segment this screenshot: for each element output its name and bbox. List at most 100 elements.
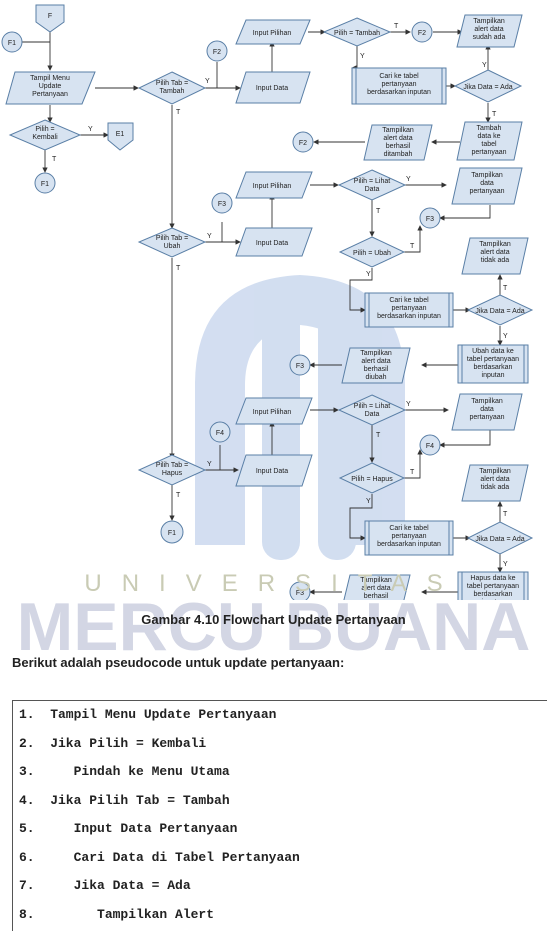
watermark: UNIVERSITAS MERCU BUANA xyxy=(0,570,547,662)
connector-f2: F2 xyxy=(206,40,228,62)
code-line: 6. Cari Data di Tabel Pertanyaan xyxy=(19,849,300,865)
watermark-logo xyxy=(195,275,405,560)
edge-no: T xyxy=(410,469,415,476)
svg-text:F2: F2 xyxy=(213,49,221,56)
watermark-university: UNIVERSITAS xyxy=(84,570,463,597)
edge-no: T xyxy=(176,109,181,116)
svg-text:Input Pilihan: Input Pilihan xyxy=(253,409,292,416)
connector-f4-b: F4 xyxy=(419,434,441,456)
figure-caption: Gambar 4.10 Flowchart Update Pertanyaan xyxy=(141,612,406,627)
edge-yes: Y xyxy=(503,561,508,568)
svg-text:Pilih Tab =Tambah: Pilih Tab =Tambah xyxy=(156,80,188,95)
edge-no: T xyxy=(376,432,381,439)
edge-yes: Y xyxy=(406,401,411,408)
edge-yes: Y xyxy=(406,176,411,183)
svg-text:F1: F1 xyxy=(41,181,49,188)
edge-yes: Y xyxy=(503,333,508,340)
watermark-name: MERCU BUANA xyxy=(16,589,531,665)
node-input-pilihan-2: Input Pilihan xyxy=(235,171,313,199)
svg-text:Pilih Tab =Ubah: Pilih Tab =Ubah xyxy=(156,235,188,250)
code-line: 3. Pindah ke Menu Utama xyxy=(19,764,230,779)
svg-text:F3: F3 xyxy=(296,590,304,597)
edge-yes: Y xyxy=(205,78,210,85)
edge-yes: Y xyxy=(360,53,365,60)
code-line: 1. Tampil Menu Update Pertanyaan xyxy=(19,707,277,722)
svg-text:F4: F4 xyxy=(426,443,434,450)
edge-no: T xyxy=(176,492,181,499)
node-input-pilihan-1: Input Pilihan xyxy=(235,19,311,45)
edge-no: T xyxy=(503,511,508,518)
edge-no: T xyxy=(503,285,508,292)
pseudocode-box: 1. Tampil Menu Update Pertanyaan 2. Jika… xyxy=(12,700,547,931)
pseudocode-intro: Berikut adalah pseudocode untuk update p… xyxy=(12,655,345,670)
connector-f3-d: F3 xyxy=(289,581,311,600)
node-input-data-1: Input Data xyxy=(235,71,311,104)
svg-text:Pilih = Hapus: Pilih = Hapus xyxy=(351,476,393,483)
svg-text:Pilih = Tambah: Pilih = Tambah xyxy=(334,30,380,37)
start-offpage-connector: F xyxy=(35,4,65,33)
decision-pilih-hapus: Pilih = Hapus xyxy=(338,462,406,494)
connector-f2-b: F2 xyxy=(411,21,433,43)
flowchart: Y T Y T T Y Y T Y T Y T T Y T Y Y T Y T … xyxy=(1,4,534,600)
edge-no: T xyxy=(492,111,497,118)
svg-text:Input Data: Input Data xyxy=(256,240,288,247)
node-input-pilihan-3: Input Pilihan xyxy=(235,397,313,425)
svg-text:F3: F3 xyxy=(218,201,226,208)
svg-text:F1: F1 xyxy=(8,40,16,47)
code-line: 7. Jika Data = Ada xyxy=(19,878,191,893)
svg-text:F2: F2 xyxy=(299,140,307,147)
decision-pilih-tambah: Pilih = Tambah xyxy=(322,17,392,47)
svg-text:E1: E1 xyxy=(116,131,125,138)
code-line: 5. Input Data Pertanyaan xyxy=(19,821,238,836)
svg-text:F1: F1 xyxy=(168,530,176,537)
edge-no: T xyxy=(52,156,57,163)
node-input-data-2: Input Data xyxy=(235,227,313,257)
edge-no: T xyxy=(394,23,399,30)
edge-yes: Y xyxy=(207,233,212,240)
edge-yes: Y xyxy=(482,62,487,69)
svg-text:Input Data: Input Data xyxy=(256,468,288,475)
connector-f3-c: F3 xyxy=(289,354,311,376)
svg-text:Input Data: Input Data xyxy=(256,85,288,92)
connector-f2-c: F2 xyxy=(292,131,314,153)
edge-no: T xyxy=(176,265,181,272)
code-line: 4. Jika Pilih Tab = Tambah xyxy=(19,792,230,808)
svg-text:F2: F2 xyxy=(418,30,426,37)
edge-yes: Y xyxy=(88,126,93,133)
svg-text:Jika Data = Ada: Jika Data = Ada xyxy=(475,536,524,543)
connector-f1: F1 xyxy=(1,31,23,53)
svg-text:F3: F3 xyxy=(426,216,434,223)
edge-yes: Y xyxy=(366,271,371,278)
svg-text:Pilih Tab =Hapus: Pilih Tab =Hapus xyxy=(156,462,188,477)
svg-text:Jika Data = Ada: Jika Data = Ada xyxy=(475,308,524,315)
svg-text:Input Pilihan: Input Pilihan xyxy=(253,30,292,37)
connector-f3-b: F3 xyxy=(419,207,441,229)
decision-pilih-ubah: Pilih = Ubah xyxy=(338,236,406,268)
